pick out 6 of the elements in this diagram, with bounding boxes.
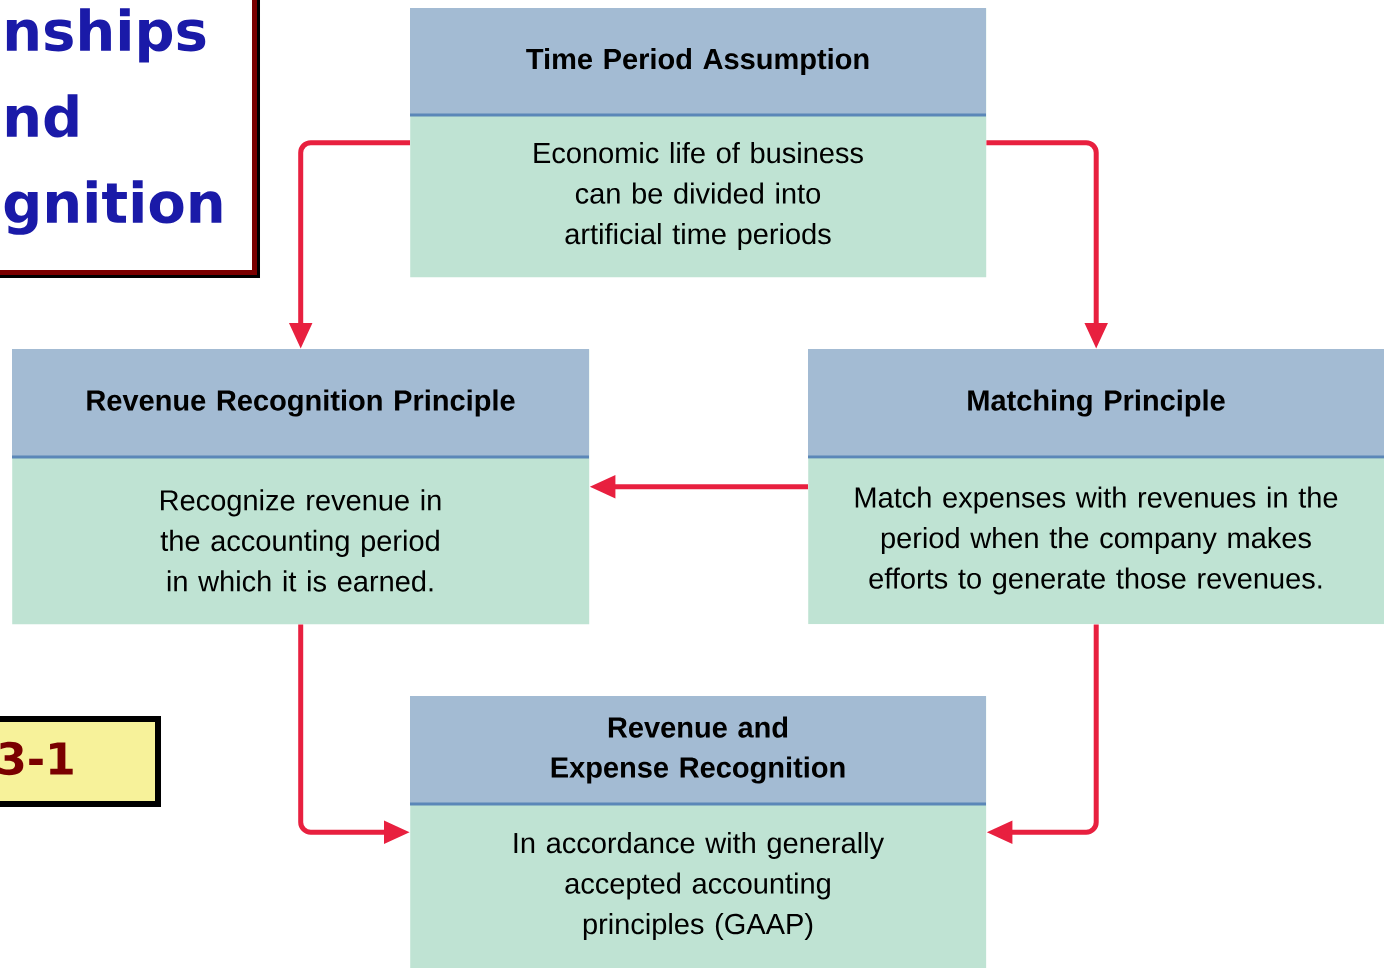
concept-box: Revenue and Expense Recognition In accordance with generally accepted accounting principles (GAAP) — [410, 696, 987, 968]
concept-box: Matching Principle Match expenses with revenues in the period when the company makes efforts to generate those revenues. — [808, 349, 1384, 625]
title-box: nships nd gnition — [0, 0, 260, 278]
concept-box: Revenue Recognition Principle Recognize revenue in the accounting period in which it is earned. — [12, 349, 590, 625]
concept-box: Time Period Assumption Economic life of business can be divided into artificial time periods — [410, 8, 987, 278]
figure-number-box: 3-1 — [0, 716, 161, 807]
